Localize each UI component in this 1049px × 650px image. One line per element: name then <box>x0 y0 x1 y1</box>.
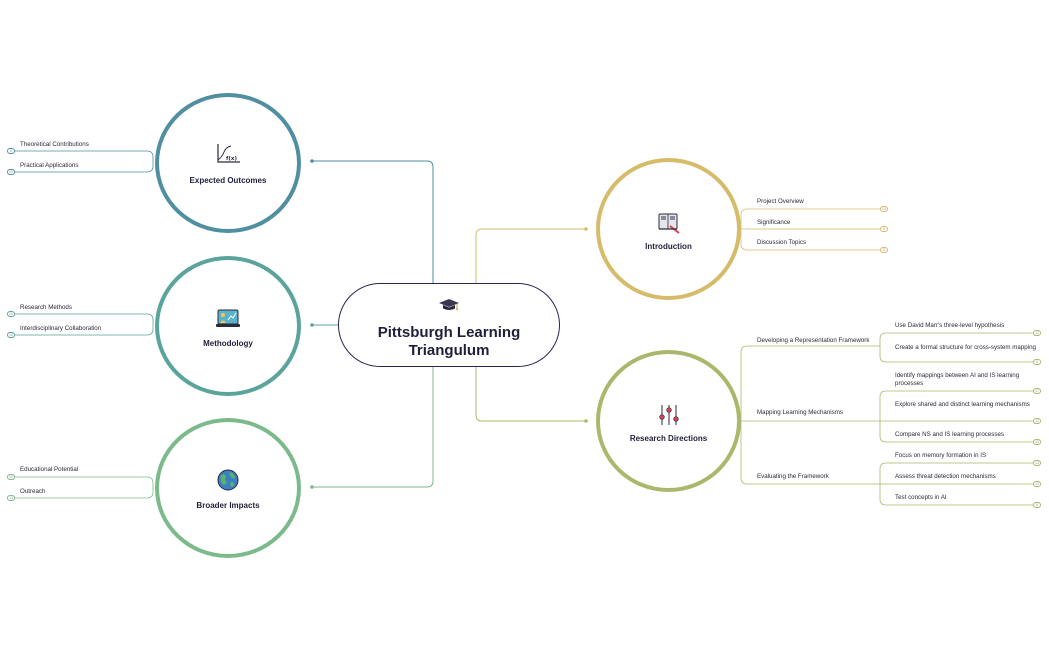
branch-broader-impacts[interactable]: Broader Impacts <box>155 418 301 558</box>
leaf-identify-mappings[interactable]: Identify mappings between AI and IS lear… <box>895 372 1020 387</box>
group-developing-representation-framework[interactable]: Developing a Representation Framework <box>757 337 870 344</box>
leaf-educational-potential[interactable]: Educational Potential <box>20 466 79 473</box>
leaf-threat-detection[interactable]: Assess threat detection mechanisms <box>895 473 996 480</box>
count-badge: 17 <box>1033 388 1041 394</box>
leaf-theoretical-contributions[interactable]: Theoretical Contributions <box>20 141 89 148</box>
count-badge: 13 <box>1033 460 1041 466</box>
leaf-use-marr-hypothesis[interactable]: Use David Marr's three-level hypothesis <box>895 322 1005 329</box>
branch-research-directions[interactable]: Research Directions <box>596 350 741 492</box>
count-badge: 13 <box>880 206 888 212</box>
branch-expected-outcomes[interactable]: f(x) Expected Outcomes <box>155 93 301 233</box>
leaf-practical-applications[interactable]: Practical Applications <box>20 162 79 169</box>
graduation-cap-icon <box>439 299 459 310</box>
leaf-significance[interactable]: Significance <box>757 219 791 226</box>
leaf-project-overview[interactable]: Project Overview <box>757 198 804 205</box>
central-topic-node[interactable]: Pittsburgh Learning Triangulum <box>338 283 560 367</box>
globe-icon <box>217 469 239 491</box>
count-badge: 12 <box>1033 330 1041 336</box>
count-badge: 11 <box>880 247 888 253</box>
function-graph-icon: f(x) <box>217 144 240 163</box>
branch-label: Expected Outcomes <box>189 176 267 185</box>
count-badge: 5 <box>1033 502 1041 508</box>
leaf-memory-formation[interactable]: Focus on memory formation in IS <box>895 452 987 459</box>
branch-methodology[interactable]: Methodology <box>155 256 301 396</box>
branch-label: Introduction <box>645 242 692 251</box>
book-pen-icon <box>658 213 680 234</box>
laptop-chart-icon <box>216 309 240 327</box>
count-badge: 12 <box>1033 418 1041 424</box>
branch-introduction[interactable]: Introduction <box>596 158 741 300</box>
central-topic-title: Pittsburgh Learning Triangulum <box>377 324 521 359</box>
count-badge: 9 <box>1033 359 1041 365</box>
count-badge: 20 <box>7 474 15 480</box>
leaf-test-concepts-ai[interactable]: Test concepts in AI <box>895 494 947 501</box>
group-evaluating-the-framework[interactable]: Evaluating the Framework <box>757 473 829 480</box>
sliders-icon <box>658 405 679 425</box>
branch-label: Methodology <box>203 339 253 348</box>
count-badge: 18 <box>7 332 15 338</box>
leaf-discussion-topics[interactable]: Discussion Topics <box>757 239 807 246</box>
branch-label: Research Directions <box>629 434 708 443</box>
svg-text:f(x): f(x) <box>226 156 237 162</box>
count-badge: 20 <box>7 311 15 317</box>
count-badge: 13 <box>7 495 15 501</box>
leaf-create-formal-structure[interactable]: Create a formal structure for cross-syst… <box>895 344 1036 351</box>
count-badge: 8 <box>7 148 15 154</box>
leaf-outreach[interactable]: Outreach <box>20 488 46 495</box>
count-badge: 5 <box>880 226 888 232</box>
leaf-explore-mechanisms[interactable]: Explore shared and distinct learning mec… <box>895 401 1030 408</box>
count-badge: 15 <box>1033 439 1041 445</box>
count-badge: 12 <box>1033 481 1041 487</box>
group-mapping-learning-mechanisms[interactable]: Mapping Learning Mechanisms <box>757 409 843 416</box>
leaf-research-methods[interactable]: Research Methods <box>20 304 72 311</box>
count-badge: 20 <box>7 169 15 175</box>
branch-label: Broader Impacts <box>196 501 260 510</box>
leaf-interdisciplinary-collaboration[interactable]: Interdisciplinary Collaboration <box>20 325 102 332</box>
leaf-compare-ns-is[interactable]: Compare NS and IS learning processes <box>895 431 1005 438</box>
